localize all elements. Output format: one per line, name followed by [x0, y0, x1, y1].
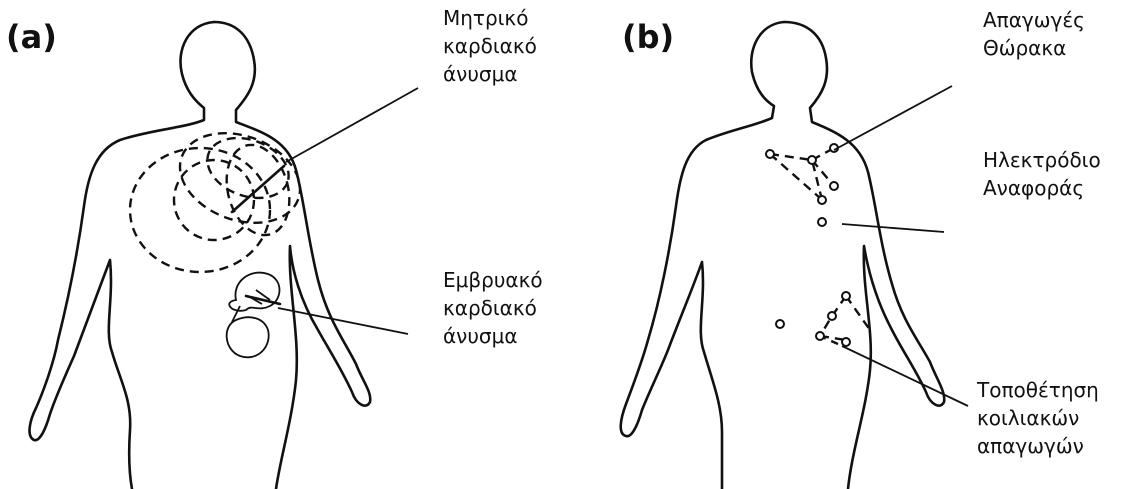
panel-a-body-outline-right — [214, 22, 370, 489]
panel-b-abdominal-electrode — [842, 338, 850, 346]
panel-b-chest-lead-lines — [770, 148, 834, 200]
panel-a-maternal-vector-label: Μητρικό καρδιακό άνυσμα — [443, 4, 537, 88]
panel-a-fetal-vector — [246, 296, 280, 304]
panel-a-label: (a) — [6, 18, 57, 56]
panel-b-leader-top — [834, 86, 952, 150]
panel-b-electrode — [818, 196, 826, 204]
panel-b-electrode — [830, 182, 838, 190]
panel-a-field-line — [174, 160, 254, 240]
panel-b-electrode — [766, 150, 774, 158]
panel-a-leader-bottom — [278, 308, 408, 334]
panel-b-label: (b) — [622, 18, 674, 56]
panel-b-body-outline-right — [784, 22, 944, 489]
panel-b-chest-leads-label: Απαγωγές Θώρακα — [983, 6, 1085, 62]
panel-b-electrode — [808, 156, 816, 164]
panel-b-abdominal-electrode — [828, 312, 836, 320]
panel-a-maternal-vector — [232, 166, 284, 212]
panel-b-abdominal-electrode — [842, 292, 850, 300]
panel-b-body-outline — [621, 22, 784, 489]
panel-b-leader-mid — [842, 224, 944, 232]
panel-b-abdominal-electrode — [776, 320, 784, 328]
panel-a-body-outline — [30, 22, 214, 489]
panel-a-field-line — [130, 148, 270, 272]
panel-b-abdominal-lead-lines — [820, 296, 870, 344]
panel-b-figure — [621, 22, 968, 489]
panel-a-leader-top — [286, 88, 418, 162]
panel-a-figure — [30, 22, 418, 489]
panel-a-fetal-vector-label: Εμβρυακό καρδιακό άνυσμα — [443, 266, 543, 350]
panel-b-abdominal-leads-label: Τοποθέτηση κοιλιακών απαγωγών — [977, 376, 1099, 460]
panel-b-reference-electrode-label: Ηλεκτρόδιο Αναφοράς — [983, 146, 1101, 202]
panel-b-abdominal-electrode — [816, 332, 824, 340]
panel-b-reference-electrode — [818, 218, 826, 226]
